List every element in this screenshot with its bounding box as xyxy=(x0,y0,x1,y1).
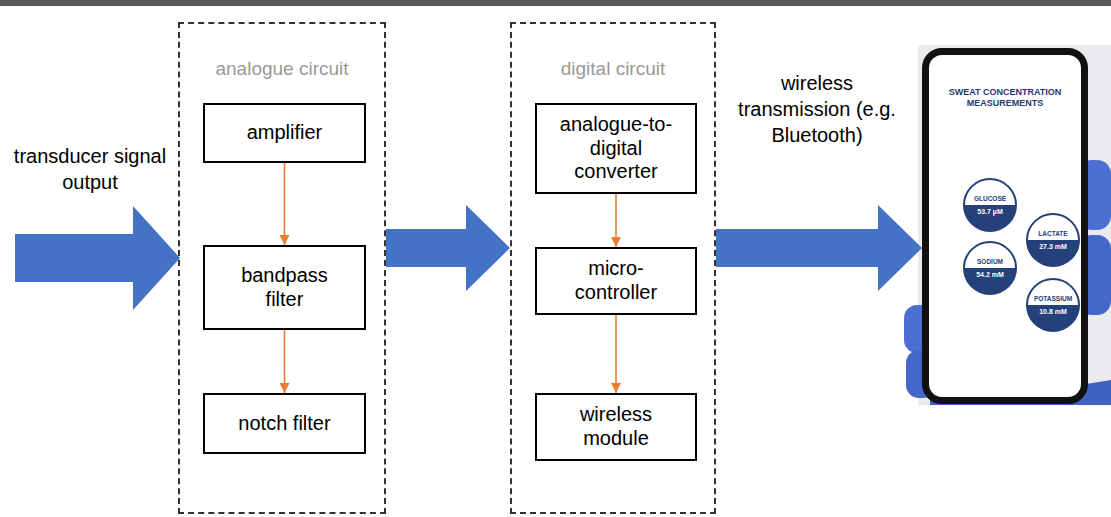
flow-arrow xyxy=(284,330,286,393)
measurement-value: 53.7 µM xyxy=(965,205,1015,230)
process-box: amplifier xyxy=(203,103,366,163)
process-box: bandpass filter xyxy=(203,245,366,330)
group-heading: digital circuit xyxy=(512,58,714,80)
box-label: wireless module xyxy=(566,403,666,450)
box-label: micro-controller xyxy=(556,257,676,304)
process-box: analogue-to-digital converter xyxy=(535,103,697,194)
circuit-group: analogue circuit amplifier bandpass filter… xyxy=(178,22,386,514)
block-arrow xyxy=(386,205,510,291)
box-label: analogue-to-digital converter xyxy=(549,113,684,184)
measurement-circle: POTASSIUM10.8 mM xyxy=(1026,278,1080,332)
measurement-name: SODIUM xyxy=(965,243,1015,268)
box-label: amplifier xyxy=(247,121,323,145)
box-label: notch filter xyxy=(238,412,330,436)
box-label: bandpass filter xyxy=(230,264,340,311)
measurement-value: 54.2 mM xyxy=(965,268,1015,293)
flow-arrow xyxy=(615,194,617,247)
measurement-value: 10.8 mM xyxy=(1028,305,1078,330)
block-arrow xyxy=(716,205,922,291)
measurement-name: GLUCOSE xyxy=(965,180,1015,205)
group-heading: analogue circuit xyxy=(180,58,384,80)
phone-screen: SWEAT CONCENTRATION MEASUREMENTSGLUCOSE5… xyxy=(922,48,1088,404)
process-box: micro-controller xyxy=(535,247,697,315)
flow-arrow xyxy=(615,315,617,393)
process-box: notch filter xyxy=(203,393,366,454)
measurement-circle: SODIUM54.2 mM xyxy=(963,241,1017,295)
measurement-name: POTASSIUM xyxy=(1028,280,1078,305)
input-arrow xyxy=(15,206,180,310)
measurement-circle: LACTATE27.3 mM xyxy=(1026,213,1080,267)
process-box: wireless module xyxy=(535,393,697,461)
circuit-group: digital circuit analogue-to-digital conve… xyxy=(510,22,716,514)
photo-background xyxy=(918,45,1111,405)
measurement-name: LACTATE xyxy=(1028,215,1078,240)
measurement-value: 27.3 mM xyxy=(1028,240,1078,265)
flow-arrow xyxy=(284,163,286,245)
screen-title: SWEAT CONCENTRATION MEASUREMENTS xyxy=(937,87,1073,110)
edge-label: wireless transmission (e.g. Bluetooth) xyxy=(736,70,898,148)
measurement-circle: GLUCOSE53.7 µM xyxy=(963,178,1017,232)
signal-label: transducer signal output xyxy=(10,143,170,195)
top-bar xyxy=(0,0,1111,6)
